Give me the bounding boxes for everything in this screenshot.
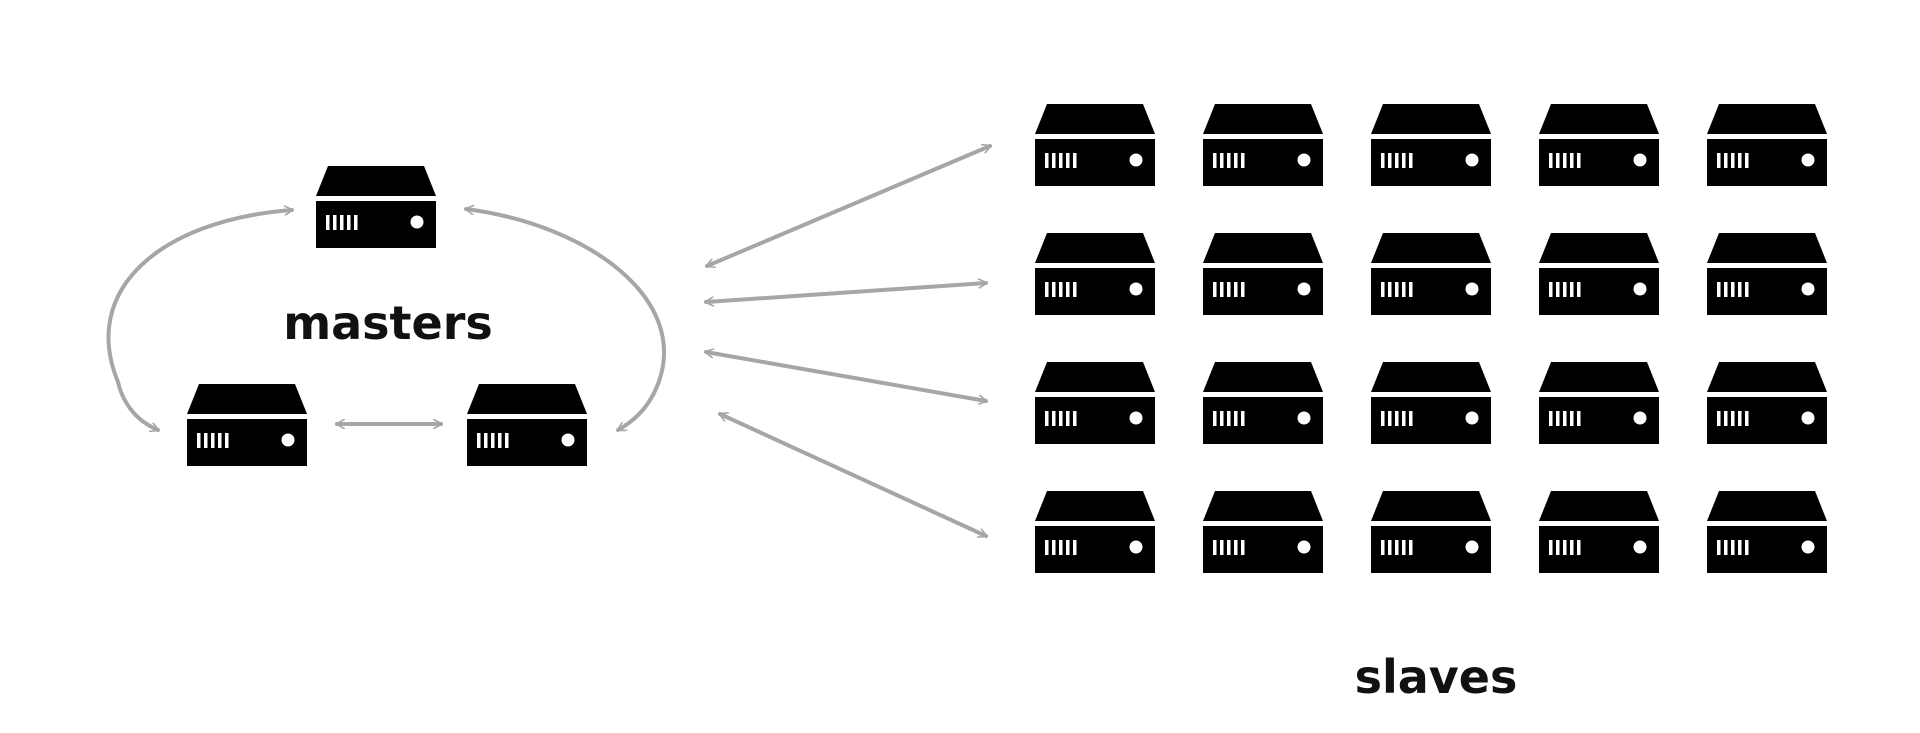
slave-server-icon <box>1707 362 1827 444</box>
slaves-grid <box>1035 104 1827 573</box>
slave-server-icon <box>1371 491 1491 573</box>
slave-server-icon <box>1371 104 1491 186</box>
master-slave-arrows <box>704 146 992 536</box>
slaves-label: slaves <box>1355 650 1518 704</box>
master-server-left <box>187 384 307 466</box>
slave-server-icon <box>1707 104 1827 186</box>
slave-server-icon <box>1371 362 1491 444</box>
link-arrow-row-4 <box>718 414 988 536</box>
masters-group: masters <box>106 166 666 466</box>
link-arrow-row-1 <box>705 146 992 266</box>
masters-label: masters <box>283 296 493 350</box>
master-arrows <box>106 209 666 432</box>
slave-server-icon <box>1035 491 1155 573</box>
master-server-top <box>316 166 436 248</box>
slave-server-icon <box>1707 233 1827 315</box>
slave-server-icon <box>1539 104 1659 186</box>
slave-server-icon <box>1035 233 1155 315</box>
slave-server-icon <box>1203 362 1323 444</box>
slave-server-icon <box>1203 104 1323 186</box>
slave-server-icon <box>1371 233 1491 315</box>
slave-server-icon <box>1539 362 1659 444</box>
slave-server-icon <box>1035 362 1155 444</box>
link-arrow-row-2 <box>704 283 988 302</box>
slave-server-icon <box>1539 233 1659 315</box>
slave-server-icon <box>1035 104 1155 186</box>
slave-server-icon <box>1707 491 1827 573</box>
master-arrow-left-top <box>106 210 294 430</box>
master-arrow-right-top <box>464 209 666 432</box>
link-arrow-row-3 <box>704 352 988 401</box>
slave-server-icon <box>1203 491 1323 573</box>
slave-server-icon <box>1539 491 1659 573</box>
master-server-right <box>467 384 587 466</box>
slave-server-icon <box>1203 233 1323 315</box>
